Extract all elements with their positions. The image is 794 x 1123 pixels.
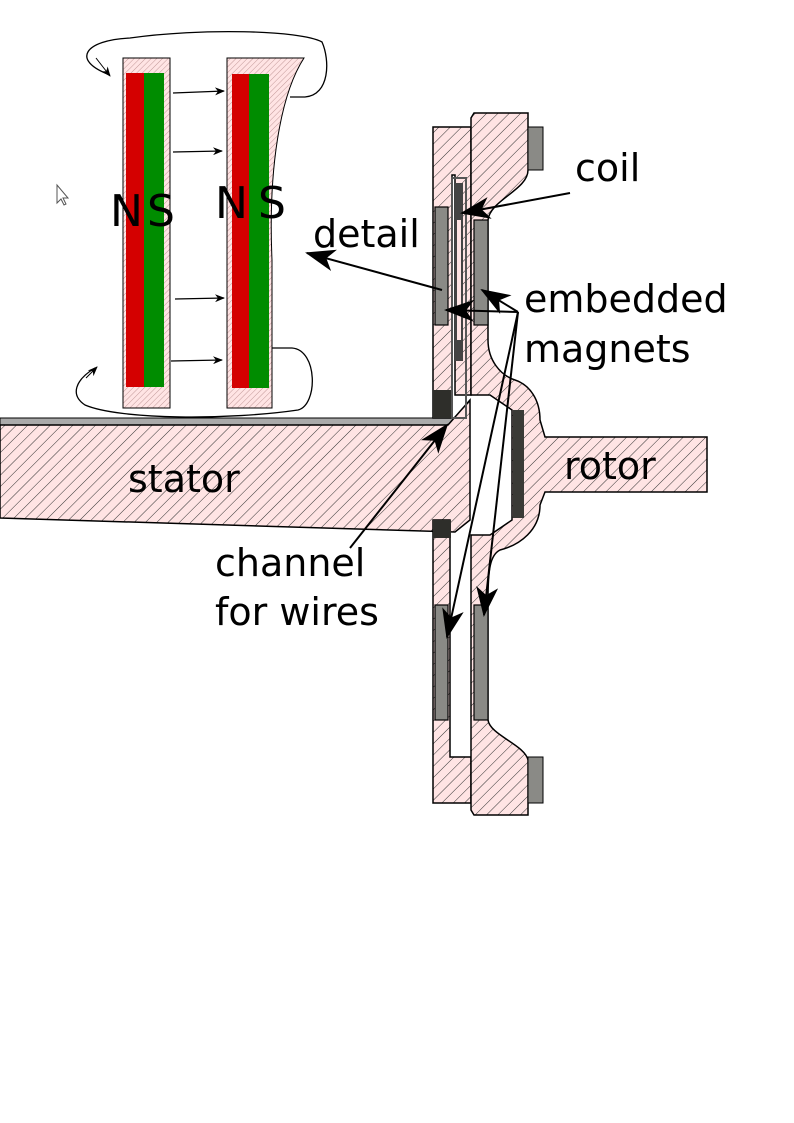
pole-label: N bbox=[215, 178, 248, 229]
south-pole-right bbox=[249, 74, 269, 388]
label-detail: detail bbox=[313, 212, 420, 256]
north-pole-right bbox=[232, 74, 249, 388]
magnet-detail: N S N S bbox=[75, 30, 328, 418]
label-rotor: rotor bbox=[564, 444, 656, 488]
mouse-cursor-icon bbox=[56, 183, 70, 206]
south-pole-left bbox=[144, 73, 164, 387]
pole-label: S bbox=[147, 186, 175, 237]
wire-channel bbox=[451, 177, 467, 419]
label-stator: stator bbox=[128, 457, 240, 501]
label-channel: channel bbox=[215, 541, 365, 585]
label-magnets: magnets bbox=[524, 327, 691, 371]
pole-label: S bbox=[258, 178, 286, 229]
annotation-arrows bbox=[305, 192, 571, 639]
flux-arrows bbox=[170, 87, 225, 365]
north-pole-left bbox=[126, 73, 144, 387]
label-embedded: embedded bbox=[524, 277, 728, 321]
label-coil: coil bbox=[575, 146, 640, 190]
pole-label: N bbox=[110, 186, 143, 237]
label-for-wires: for wires bbox=[215, 590, 379, 634]
